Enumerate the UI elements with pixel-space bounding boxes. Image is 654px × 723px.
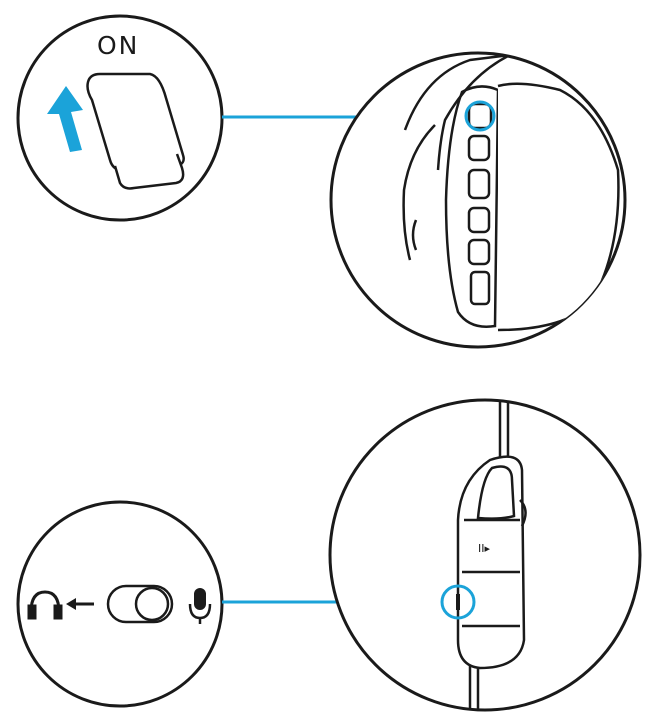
- cable-top: [498, 400, 510, 460]
- power-switch-detail: ON: [16, 14, 224, 222]
- mic-switch-highlight: [440, 584, 476, 620]
- button-4: [467, 206, 491, 234]
- button-6: [469, 270, 491, 306]
- inline-remote: [456, 455, 526, 670]
- earcup-shell: [444, 85, 500, 328]
- power-button-highlight: [464, 100, 496, 132]
- headband: [403, 53, 511, 171]
- top-section: ON: [16, 14, 627, 349]
- power-switch: [86, 72, 185, 190]
- button-5: [467, 238, 491, 266]
- headphones-icon: [27, 590, 63, 620]
- mic-switch-detail: [16, 500, 224, 708]
- inline-remote-detail: II▸: [328, 398, 642, 712]
- earcup-detail: [329, 51, 627, 349]
- on-label: ON: [97, 31, 139, 60]
- cable-bottom: [468, 660, 480, 710]
- play-pause-glyph: II▸: [478, 542, 490, 555]
- button-3: [467, 168, 491, 200]
- button-2: [467, 134, 491, 162]
- microphone-icon: [188, 588, 212, 624]
- slide-toggle: [106, 584, 174, 624]
- button-power: [467, 102, 493, 130]
- up-arrow-icon: [47, 86, 83, 152]
- bottom-section: II▸: [16, 398, 642, 712]
- left-arrow-icon: [66, 598, 94, 610]
